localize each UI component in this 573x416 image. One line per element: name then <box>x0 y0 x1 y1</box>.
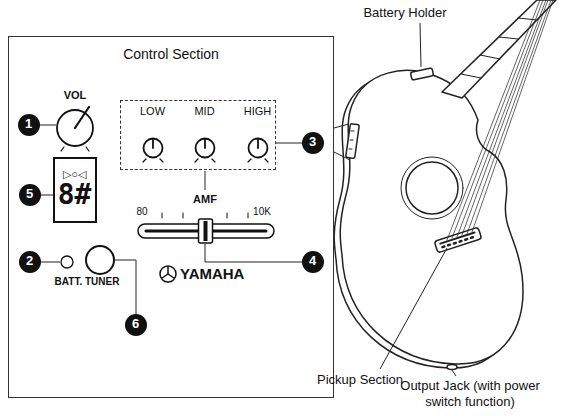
callout-number: 4 <box>302 251 324 273</box>
callout-text: 3 <box>309 135 316 149</box>
knob-tick <box>160 159 163 162</box>
eq-knob <box>249 139 268 158</box>
scale-tick <box>162 213 163 218</box>
leader-line <box>334 152 350 160</box>
control-label: AMF <box>193 193 217 206</box>
callout-number: 5 <box>19 184 41 206</box>
yamaha-logo-fork <box>168 274 174 278</box>
string <box>452 0 543 238</box>
knob-pointer <box>152 139 154 148</box>
leader-line <box>334 124 349 128</box>
knob-tick <box>86 147 89 151</box>
tuner-button <box>86 246 114 274</box>
control-label: VOL <box>64 89 87 102</box>
knob-tick <box>265 159 268 162</box>
scale-tick <box>183 213 184 218</box>
eq-knob-group-text: HIGH <box>244 105 272 118</box>
fret <box>480 55 500 59</box>
knob-tick <box>195 159 198 162</box>
leader-line <box>452 370 456 376</box>
tuner-display-text: 8# <box>58 180 92 211</box>
yamaha-logo-fork <box>167 267 169 274</box>
callout-number: 3 <box>302 132 324 154</box>
bridge <box>434 227 481 253</box>
yamaha-logo <box>160 266 176 282</box>
eq-knob-group-text: MID <box>194 105 214 118</box>
knob-tick <box>248 159 251 162</box>
control-panel-text: Control Section <box>123 46 219 62</box>
string <box>457 0 546 237</box>
scale-label: 10K <box>253 206 271 218</box>
part-name: Pickup Section <box>317 372 403 388</box>
slider-thumb <box>199 219 213 243</box>
string <box>447 0 540 240</box>
guitar-neck <box>442 0 556 98</box>
tuner-display-text: ▷○◁ <box>63 168 86 180</box>
knob-pointer <box>204 139 206 148</box>
part-name: Battery Holder <box>363 5 446 21</box>
side-control-detail <box>350 140 353 141</box>
bracket-line <box>205 171 206 190</box>
string <box>467 0 551 234</box>
string <box>462 0 548 235</box>
fret <box>499 37 518 39</box>
bridge-pins <box>442 237 474 248</box>
knob-pointer <box>75 107 89 128</box>
knob-tick <box>143 159 146 162</box>
callout-number: 6 <box>125 314 147 336</box>
brand-logo: YAMAHA <box>180 266 244 281</box>
tuner-display: ▷○◁8# <box>53 157 97 223</box>
knob-pointer <box>257 139 259 148</box>
leader-line <box>40 125 56 126</box>
leader-line <box>41 195 53 196</box>
strings <box>447 0 553 240</box>
bridge-base <box>434 227 481 253</box>
eq-knob <box>144 139 163 158</box>
callout-text: 6 <box>132 317 139 331</box>
side-control-detail <box>349 149 352 150</box>
eq-knob <box>196 139 215 158</box>
battery-led <box>61 256 73 268</box>
scale-label: 80 <box>136 206 147 218</box>
eq-knob-group: LOW MID HIGH <box>120 100 276 170</box>
leader-line <box>41 262 60 263</box>
callout-text: 2 <box>26 254 33 268</box>
control-label: BATT. TUNER <box>55 276 120 288</box>
scale-tick <box>227 213 228 218</box>
scale-tick <box>248 213 249 218</box>
eq-knob-group-text: LOW <box>140 105 165 118</box>
knob-tick <box>212 159 215 162</box>
string <box>472 0 553 232</box>
sound-hole <box>406 162 458 214</box>
leader-line <box>420 23 421 67</box>
fret <box>518 18 537 20</box>
part-name: Output Jack (with power switch function) <box>385 378 555 409</box>
control-panel: Control SectionLOW MID HIGH ▷○◁8# 1 3 5 2 4 6 <box>8 36 334 398</box>
yamaha-logo-fork <box>162 274 168 278</box>
leader-line <box>205 244 302 262</box>
leader-line <box>276 143 302 144</box>
battery-holder <box>410 68 433 80</box>
sound-hole-ring <box>401 157 463 219</box>
fret <box>461 74 481 78</box>
slider-thumb-mark <box>204 221 208 241</box>
callout-number: 2 <box>19 251 41 273</box>
callout-number: 1 <box>18 114 40 136</box>
leader-lines <box>40 23 456 376</box>
saddle-pickup <box>440 233 474 244</box>
guitar <box>334 0 556 370</box>
callout-text: 1 <box>25 117 32 131</box>
knob-tick <box>61 147 64 151</box>
callout-text: 5 <box>26 187 33 201</box>
side-control-panel <box>346 124 360 159</box>
callout-text: 4 <box>309 254 316 268</box>
controls <box>57 107 274 282</box>
output-jack <box>447 365 457 370</box>
side-control-detail <box>351 131 354 132</box>
leader-line <box>380 248 447 369</box>
